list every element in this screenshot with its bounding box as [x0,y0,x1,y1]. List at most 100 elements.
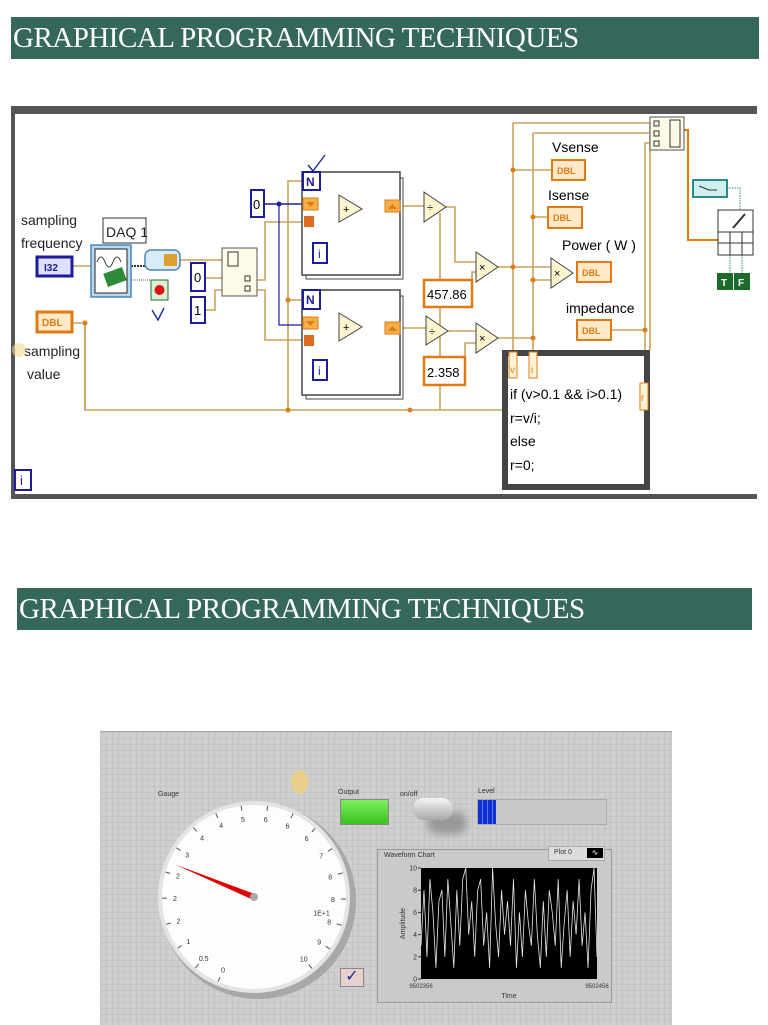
block-diagram: sampling frequency sampling value I32 DB… [0,0,768,540]
svg-text:v: v [510,365,515,376]
gauge-tick-label: 6 [286,823,290,830]
constant-zero[interactable]: 0 [251,190,264,217]
output-label: Output [338,789,359,796]
gauge-tick-label: 2 [173,896,177,903]
svg-text:0: 0 [194,270,201,285]
label-sampling-value: value [27,366,61,382]
svg-text:N: N [306,175,315,189]
for-loop-voltage[interactable]: N + i [302,172,403,279]
svg-text:i: i [531,365,533,376]
gauge-tick-label: 5 [241,817,245,824]
gauge-tick-label: 8 [328,874,332,881]
label-sampling-frequency: frequency [21,235,82,251]
svg-text:×: × [554,268,560,280]
svg-text:DBL: DBL [582,268,601,278]
impedance-indicator: DBL [577,320,611,340]
label-sampling-frequency: sampling [21,212,77,228]
constant-zero[interactable]: 0 [191,263,205,291]
svg-text:÷: ÷ [429,326,435,338]
annotation-check: ✓ [340,968,364,987]
svg-text:+: + [343,322,349,334]
file-path-control[interactable] [693,180,727,197]
y-tick-label: 8 [413,888,417,895]
svg-text:r=v/i;: r=v/i; [510,410,541,426]
gauge-tick-label: 10 [300,956,308,963]
gauge-multiplier: 1E+1 [313,910,330,917]
x-axis-label: Time [501,993,516,1000]
switch-label: on/off [400,791,417,798]
formula-node[interactable]: v i r if (v>0.1 && i>0.1) r=v/i; else r=… [505,352,648,487]
svg-text:457.86: 457.86 [427,287,467,302]
write-spreadsheet-icon[interactable] [718,210,753,255]
y-tick-label: 0 [413,977,417,984]
gauge-tick-label: 2 [177,919,181,926]
daq-assistant-icon[interactable] [91,245,131,297]
svg-text:2.358: 2.358 [427,365,460,380]
for-loop-current[interactable]: N + i [302,290,403,399]
gauge-tick-label: 6 [264,817,268,824]
slide-title: GRAPHICAL PROGRAMMING TECHNIQUES [17,588,752,630]
svg-text:×: × [479,333,485,345]
on-off-toggle[interactable] [413,798,453,820]
output-led [340,799,389,825]
y-axis-label: Amplitude [400,908,407,939]
gauge-tick-label: 4 [200,835,204,842]
build-array-node[interactable] [650,117,684,150]
label-isense: Isense [548,187,589,203]
sampling-value-control[interactable]: DBL [37,312,72,332]
convert-dynamic-data-icon [145,250,180,270]
y-tick-label: 10 [409,866,417,873]
iteration-terminal: i [15,470,31,490]
svg-text:F: F [738,278,744,289]
svg-text:0: 0 [253,197,260,212]
vsense-indicator: DBL [552,160,585,180]
gauge-tick-label: 0 [221,968,225,975]
svg-text:i: i [318,364,321,378]
x-tick-label: 9502356 [409,984,433,990]
gauge-tick-label: 1 [186,939,190,946]
sampling-frequency-control[interactable]: I32 [37,257,72,276]
label-impedance: impedance [566,300,635,316]
svg-text:DBL: DBL [582,326,601,336]
gauge-tick-label: 8 [327,919,331,926]
svg-text:+: + [343,204,349,216]
label-vsense: Vsense [552,139,599,155]
svg-text:÷: ÷ [427,202,433,214]
gauge-tick-label: 6 [305,836,309,843]
y-tick-label: 4 [413,932,417,939]
y-tick-label: 6 [413,910,417,917]
svg-text:1: 1 [194,303,201,318]
gauge-tick-label: 0.5 [199,956,209,963]
gauge-tick-label: 8 [331,897,335,904]
svg-text:×: × [479,262,485,274]
constant-voltage-scale[interactable]: 457.86 [424,280,472,307]
svg-text:i: i [20,473,23,488]
constant-current-scale[interactable]: 2.358 [424,357,465,385]
label-power: Power ( W ) [562,237,636,253]
gauge-tick [241,806,242,811]
svg-text:T: T [721,278,727,289]
svg-text:i: i [318,247,321,261]
svg-text:r=0;: r=0; [510,457,535,473]
gauge-hub [250,893,258,901]
gauge-tick-label: 9 [317,940,321,947]
svg-text:DBL: DBL [557,166,576,176]
gauge-tick-label: 3 [185,853,189,860]
label-sampling-value: sampling [24,343,80,359]
x-tick-label: 9502456 [585,984,609,990]
index-array-node[interactable] [222,248,257,296]
daq-label: DAQ 1 [106,224,148,240]
gauge-tick-label: 4 [219,823,223,830]
constant-one[interactable]: 1 [191,297,205,323]
level-label: Level [478,788,495,795]
annotation-mark [291,770,308,794]
power-indicator: DBL [577,262,611,282]
stop-button-icon[interactable] [151,280,168,300]
svg-text:else: else [510,433,536,449]
isense-indicator: DBL [548,207,582,228]
svg-text:DBL: DBL [553,213,572,223]
